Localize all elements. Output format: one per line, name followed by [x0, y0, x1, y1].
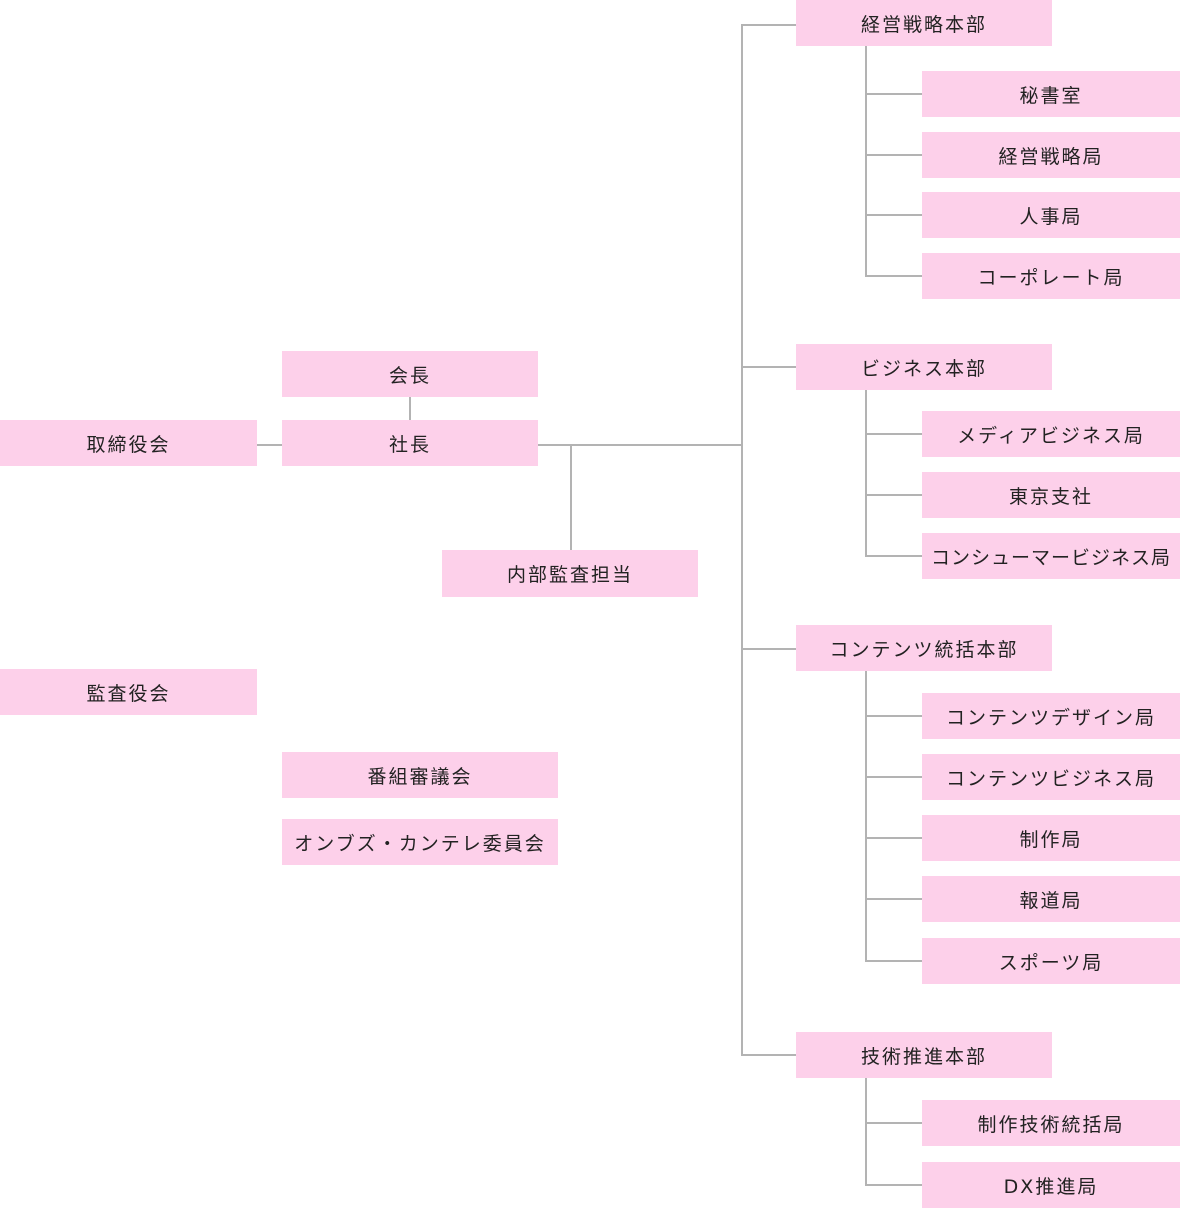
connector-main-trunk	[741, 24, 743, 1056]
bureau-box: メディアビジネス局	[922, 411, 1180, 457]
bureau-box: 報道局	[922, 876, 1180, 922]
bureau-box: 制作技術統括局	[922, 1100, 1180, 1146]
connector-internal-audit	[570, 445, 572, 550]
division-box: 技術推進本部	[796, 1032, 1052, 1078]
bureau-box: コンテンツビジネス局	[922, 754, 1180, 800]
connector-bureau	[865, 555, 922, 557]
bureau-box: スポーツ局	[922, 938, 1180, 984]
bureau-box: コーポレート局	[922, 253, 1180, 299]
president-box: 社長	[282, 420, 538, 466]
bureau-box: 制作局	[922, 815, 1180, 861]
connector-board-president	[257, 444, 282, 446]
connector-bureau	[865, 715, 922, 717]
board-of-directors-box: 取締役会	[0, 420, 257, 466]
connector-bureau	[865, 154, 922, 156]
program-council-box: 番組審議会	[282, 752, 558, 798]
connector-bureau	[865, 494, 922, 496]
connector-division-3	[741, 648, 796, 650]
connector-division-2	[741, 366, 796, 368]
bureau-box: 経営戦略局	[922, 132, 1180, 178]
connector-bureau	[865, 214, 922, 216]
connector-president-trunk	[538, 444, 742, 446]
connector-bureau	[865, 898, 922, 900]
audit-board-box: 監査役会	[0, 669, 257, 715]
bureau-box: 人事局	[922, 192, 1180, 238]
internal-audit-box: 内部監査担当	[442, 550, 698, 597]
division-box: ビジネス本部	[796, 344, 1052, 390]
connector-chairman-president	[409, 397, 411, 420]
ombuds-committee-box: オンブズ・カンテレ委員会	[282, 819, 558, 865]
connector-bureau	[865, 776, 922, 778]
connector-bureau	[865, 1122, 922, 1124]
connector-division-4-spine	[865, 1078, 867, 1186]
connector-division-2-spine	[865, 390, 867, 557]
connector-bureau	[865, 960, 922, 962]
connector-bureau	[865, 1184, 922, 1186]
bureau-box: コンシューマービジネス局	[922, 533, 1180, 579]
connector-bureau	[865, 433, 922, 435]
connector-bureau	[865, 93, 922, 95]
bureau-box: DX推進局	[922, 1162, 1180, 1208]
bureau-box: 秘書室	[922, 71, 1180, 117]
connector-bureau	[865, 275, 922, 277]
bureau-box: コンテンツデザイン局	[922, 693, 1180, 739]
connector-division-3-spine	[865, 671, 867, 962]
division-box: コンテンツ統括本部	[796, 625, 1052, 671]
connector-division-4	[741, 1054, 796, 1056]
division-box: 経営戦略本部	[796, 0, 1052, 46]
bureau-box: 東京支社	[922, 472, 1180, 518]
connector-bureau	[865, 837, 922, 839]
chairman-box: 会長	[282, 351, 538, 397]
connector-division-1	[741, 24, 796, 26]
connector-division-1-spine	[865, 46, 867, 277]
